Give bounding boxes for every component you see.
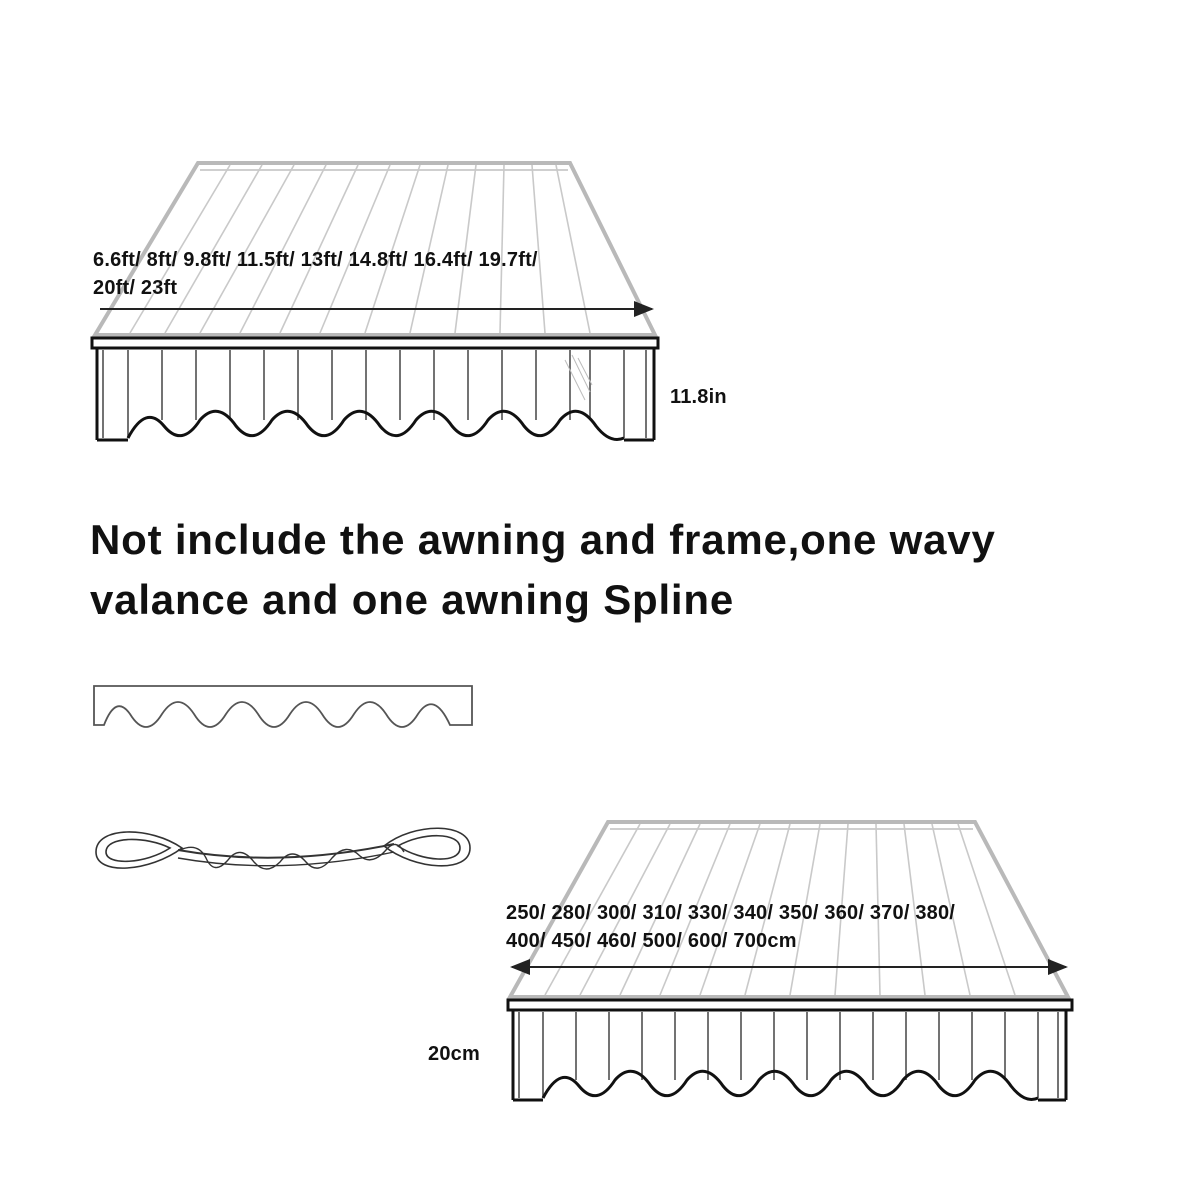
awning-spline-icon	[95, 827, 471, 870]
bottom-width-label: 250/ 280/ 300/ 310/ 330/ 340/ 350/ 360/ …	[506, 902, 956, 952]
bottom-height-label: 20cm	[428, 1043, 480, 1065]
wavy-valance-icon	[93, 685, 473, 728]
top-width-label: 6.6ft/ 8ft/ 9.8ft/ 11.5ft/ 13ft/ 14.8ft/…	[93, 249, 538, 299]
bottom-valance	[511, 1010, 1068, 1102]
top-valance	[95, 348, 656, 442]
bottom-awning-sketch-icon	[506, 820, 1074, 1102]
top-awning-sketch-icon	[90, 161, 660, 442]
top-height-label: 11.8in	[670, 386, 727, 408]
top-canopy-stripes	[129, 164, 591, 334]
headline-text: Not include the awning and frame,one wav…	[90, 516, 996, 623]
